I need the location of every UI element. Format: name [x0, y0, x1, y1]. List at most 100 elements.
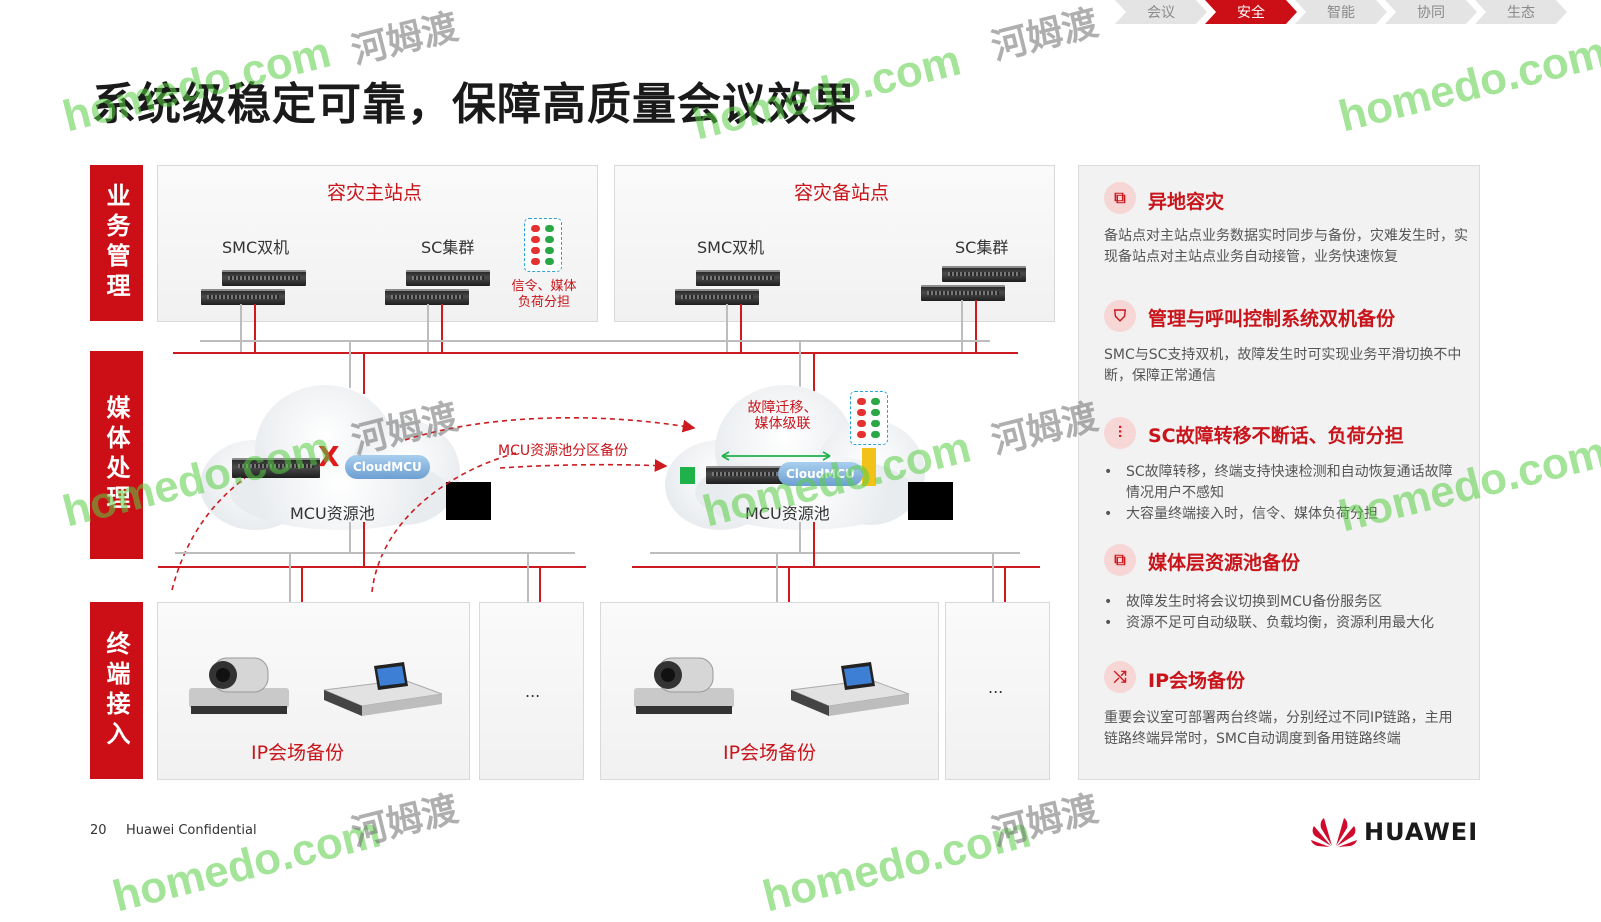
page-title: 系统级稳定可靠，保障高质量会议效果	[92, 79, 857, 130]
network-link	[363, 352, 365, 394]
bullet-item: 大容量终端接入时，信令、媒体负荷分担	[1104, 504, 1456, 525]
network-link	[254, 304, 256, 354]
network-link	[726, 304, 728, 354]
nav-tab-meeting[interactable]: 会议	[1115, 0, 1207, 24]
server-icon	[385, 289, 469, 305]
camera-icon	[189, 657, 289, 714]
failover-note: 故障迁移、 媒体级联	[747, 400, 818, 432]
signal-status-icon	[524, 218, 562, 272]
ip-backup-label-primary: IP会场备份	[251, 742, 345, 764]
network-link	[813, 522, 815, 566]
network-link	[301, 566, 303, 602]
page-number: 20	[90, 823, 107, 838]
mcu-pool-label-backup: MCU资源池	[745, 504, 830, 523]
management-network-line	[173, 352, 1018, 354]
section-title-sc-failover: SC故障转移不断话、负荷分担	[1148, 425, 1404, 447]
network-link	[813, 352, 815, 394]
nav-tab-security[interactable]: 安全	[1205, 0, 1297, 24]
section-title-geo-dr: 异地容灾	[1148, 191, 1225, 213]
section-bullets-sc-failover: SC故障转移，终端支持快速检测和自动恢复通话故障情况用户不感知 大容量终端接入时…	[1104, 462, 1456, 525]
access-network-line	[650, 552, 1020, 554]
confidential-label: Huawei Confidential	[126, 823, 257, 838]
bullet-item: 故障发生时将会议切换到MCU备份服务区	[1104, 592, 1464, 613]
brand-wordmark: HUAWEI	[1364, 818, 1479, 846]
network-link	[776, 552, 778, 602]
network-link	[527, 552, 529, 602]
section-title-ip-backup: IP会场备份	[1148, 670, 1245, 692]
bullet-item: SC故障转移，终端支持快速检测和自动恢复通话故障情况用户不感知	[1104, 462, 1456, 504]
terminal-device-icon	[324, 662, 443, 716]
network-link	[441, 304, 443, 354]
section-text-geo-dr: 备站点对主站点业务数据实时同步与备份，灾难发生时，实现备站点对主站点业务自动接管…	[1104, 228, 1468, 265]
signal-status-icon	[850, 391, 888, 445]
server-icon	[942, 266, 1026, 282]
access-network-line	[158, 566, 586, 568]
link-icon: ⧉	[1104, 544, 1136, 576]
failover-arrows	[171, 416, 831, 593]
terminal-panel-more	[945, 602, 1050, 780]
green-status-block	[680, 467, 695, 484]
failure-x-mark: X	[318, 440, 340, 473]
cloudmcu-badge: CloudMCU	[345, 455, 430, 479]
network-link	[363, 522, 365, 566]
network-link	[427, 304, 429, 354]
server-icon	[201, 289, 285, 305]
label-business-management: 业务管理	[90, 165, 143, 321]
access-network-line	[632, 566, 1040, 568]
bullet-item: 资源不足可自动级联、负载均衡，资源利用最大化	[1104, 613, 1464, 634]
server-icon	[406, 270, 490, 286]
mcu-server-icon	[706, 466, 784, 484]
cloudmcu-badge: CloudMCU	[778, 462, 863, 486]
network-link	[799, 340, 801, 388]
primary-site-title: 容灾主站点	[327, 182, 423, 204]
network-link	[240, 304, 242, 354]
redacted-block	[908, 482, 953, 520]
section-text-dual-backup: SMC与SC支持双机，故障发生时可实现业务平滑切换不中断，保障正常通信	[1104, 347, 1462, 384]
primary-sc-label: SC集群	[421, 238, 475, 257]
network-link	[961, 300, 963, 354]
more-sites-ellipsis: ...	[525, 682, 541, 701]
server-icon	[675, 289, 759, 305]
camera-icon	[634, 657, 734, 714]
network-link	[349, 522, 351, 552]
network-link	[799, 522, 801, 552]
network-link	[289, 552, 291, 602]
label-terminal-access: 终端接入	[90, 602, 143, 779]
nav-tab-intelligence[interactable]: 智能	[1295, 0, 1387, 24]
section-text-ip-backup: 重要会议室可部署两台终端，分别经过不同IP链路，主用链路终端异常时，SMC自动调…	[1104, 710, 1453, 747]
nav-tab-collaboration[interactable]: 协同	[1385, 0, 1477, 24]
network-link	[992, 552, 994, 602]
network-link	[1004, 566, 1006, 602]
section-title-dual-backup: 管理与呼叫控制系统双机备份	[1148, 308, 1396, 330]
ip-backup-label-backup: IP会场备份	[723, 742, 817, 764]
network-link	[539, 566, 541, 602]
network-link	[740, 304, 742, 354]
pool-backup-label: MCU资源池分区备份	[498, 443, 629, 459]
yellow-status-block	[862, 448, 876, 486]
mcu-pool-label-primary: MCU资源池	[290, 504, 375, 523]
network-link	[349, 340, 351, 388]
backup-sc-label: SC集群	[955, 238, 1009, 257]
shuffle-icon: ⤭	[1104, 661, 1136, 693]
backup-smc-label: SMC双机	[697, 238, 765, 257]
load-sharing-note: 信令、媒体 负荷分担	[511, 279, 577, 310]
section-title-media-pool: 媒体层资源池备份	[1148, 552, 1301, 574]
server-icon	[921, 285, 1005, 301]
section-bullets-media-pool: 故障发生时将会议切换到MCU备份服务区 资源不足可自动级联、负载均衡，资源利用最…	[1104, 592, 1464, 634]
access-network-line	[175, 552, 575, 554]
link-icon: ⧉	[1104, 182, 1136, 214]
management-network-line	[200, 340, 990, 342]
network-link	[975, 300, 977, 354]
nav-tab-ecosystem[interactable]: 生态	[1475, 0, 1567, 24]
top-nav: 会议 安全 智能 协同 生态	[1115, 0, 1567, 24]
more-sites-ellipsis: ...	[988, 678, 1004, 697]
shield-icon: ⛉	[1104, 300, 1136, 332]
backup-site-title: 容灾备站点	[794, 182, 890, 204]
primary-smc-label: SMC双机	[222, 238, 290, 257]
server-icon	[222, 270, 306, 286]
network-link	[788, 566, 790, 602]
terminal-panel-more	[479, 602, 584, 780]
branch-icon: ⫶	[1104, 417, 1136, 449]
label-media-processing: 媒体处理	[90, 351, 143, 559]
huawei-logo-icon	[1311, 818, 1357, 847]
